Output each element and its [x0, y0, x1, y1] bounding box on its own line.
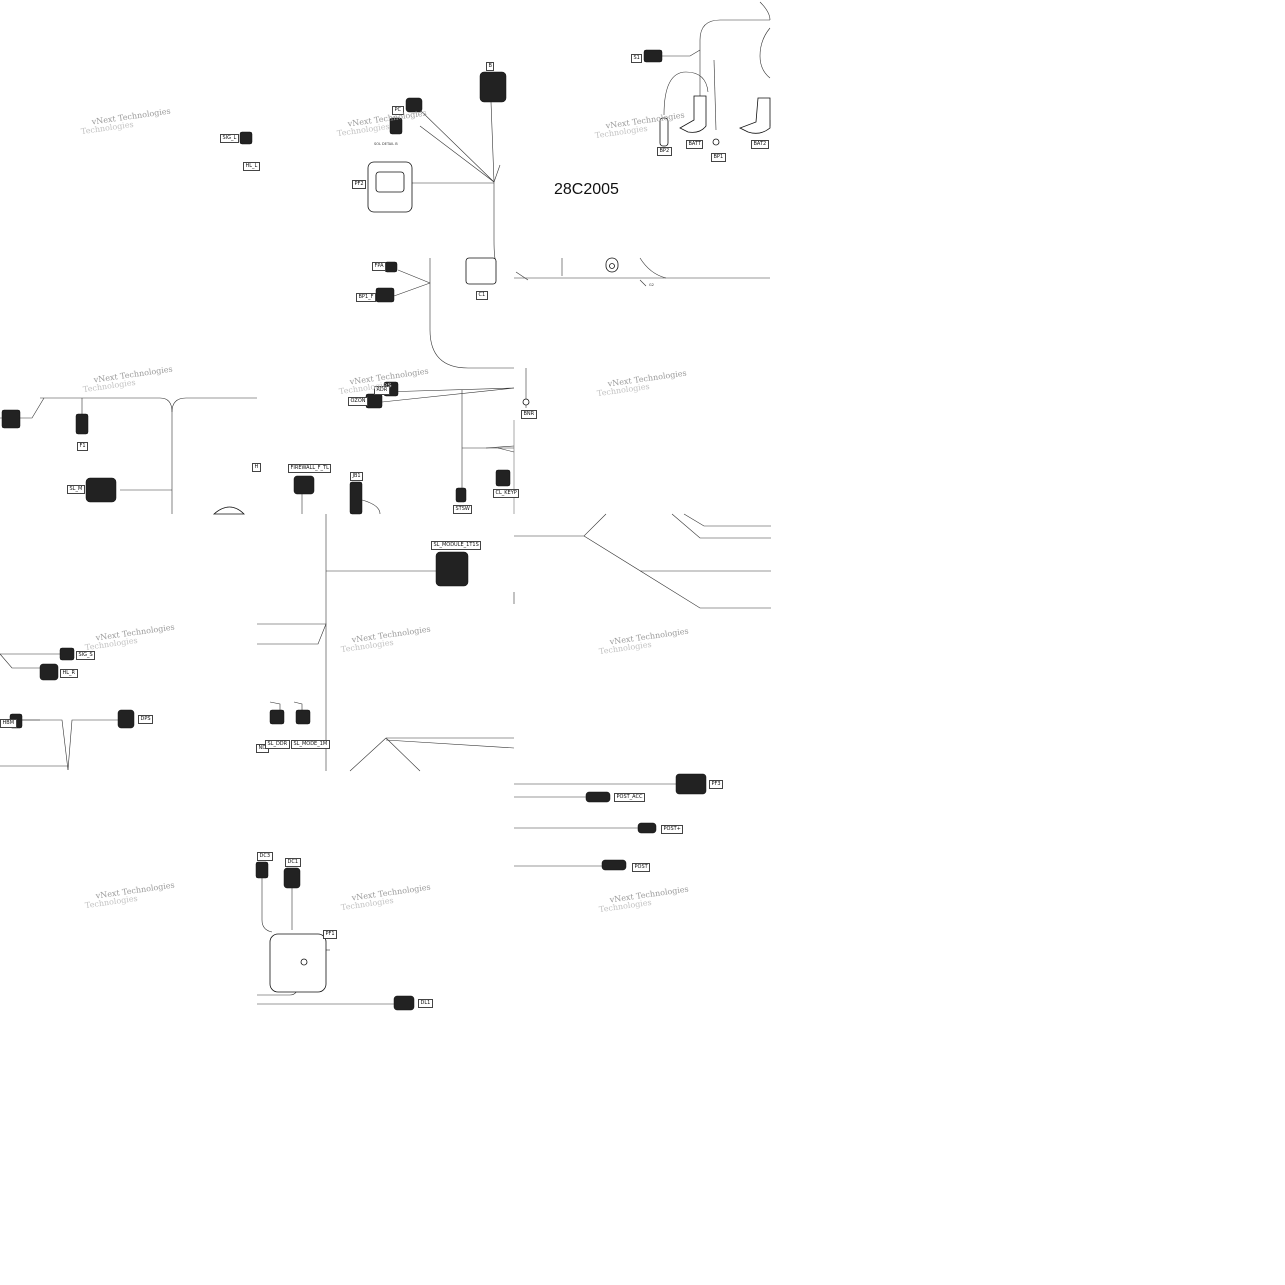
- label-sig-s: SIG_S: [76, 651, 96, 660]
- label-sl-mode: SL_MODE_1M: [291, 740, 330, 749]
- label-bp1-f: BP1_F: [356, 293, 377, 302]
- label-firewall: FIREWALL_F_TL: [288, 464, 332, 473]
- label-dc3: DC3: [257, 852, 273, 861]
- label-pc: PC: [392, 106, 404, 115]
- label-hl-l: HL_L: [243, 162, 260, 171]
- label-c1: C1: [476, 291, 488, 300]
- label-b: B: [486, 62, 495, 71]
- label-stsw: STSW: [453, 505, 473, 514]
- label-sig-l: SIG_L: [220, 134, 239, 143]
- label-dc1: DC1: [285, 858, 301, 867]
- label-sl-ddr: SL_DDR: [265, 740, 290, 749]
- label-cl-keyp: CL_KEYP: [493, 489, 520, 498]
- label-post: POST: [632, 863, 651, 872]
- note-sol-detail: SOL DETAIL B: [374, 142, 398, 146]
- label-ozon: OZON: [348, 397, 369, 406]
- label-g2: G2: [649, 283, 654, 287]
- label-sl-module: SL_MODULE_1T1S: [431, 541, 482, 550]
- drawing-code: 28C2005: [554, 181, 619, 198]
- label-s1: S1: [631, 54, 643, 63]
- label-pf2: PF2: [352, 180, 367, 189]
- label-f1: F1: [77, 442, 89, 451]
- label-pf3: PF3: [709, 780, 724, 789]
- label-post-plus: POST+: [661, 825, 684, 834]
- label-h: H: [252, 463, 261, 472]
- label-dps: DPS: [138, 715, 154, 724]
- label-jb1: JB1: [350, 472, 364, 481]
- label-post-acc: POST_ACC: [614, 793, 645, 802]
- label-adr: ADR: [374, 386, 390, 395]
- label-fpa: FPA: [372, 262, 386, 271]
- label-bp1: BP1: [711, 153, 726, 162]
- label-bat2: BAT2: [751, 140, 769, 149]
- label-bnr: BNR: [521, 410, 537, 419]
- label-bp2: BP2: [657, 147, 672, 156]
- label-hbm: HBM: [0, 719, 17, 728]
- label-hl-r: HL_R: [60, 669, 78, 678]
- label-sl-m: SL_M: [67, 485, 85, 494]
- label-pf1: PF1: [323, 930, 338, 939]
- label-dl1: DL1: [418, 999, 433, 1008]
- label-batt: BATT: [686, 140, 704, 149]
